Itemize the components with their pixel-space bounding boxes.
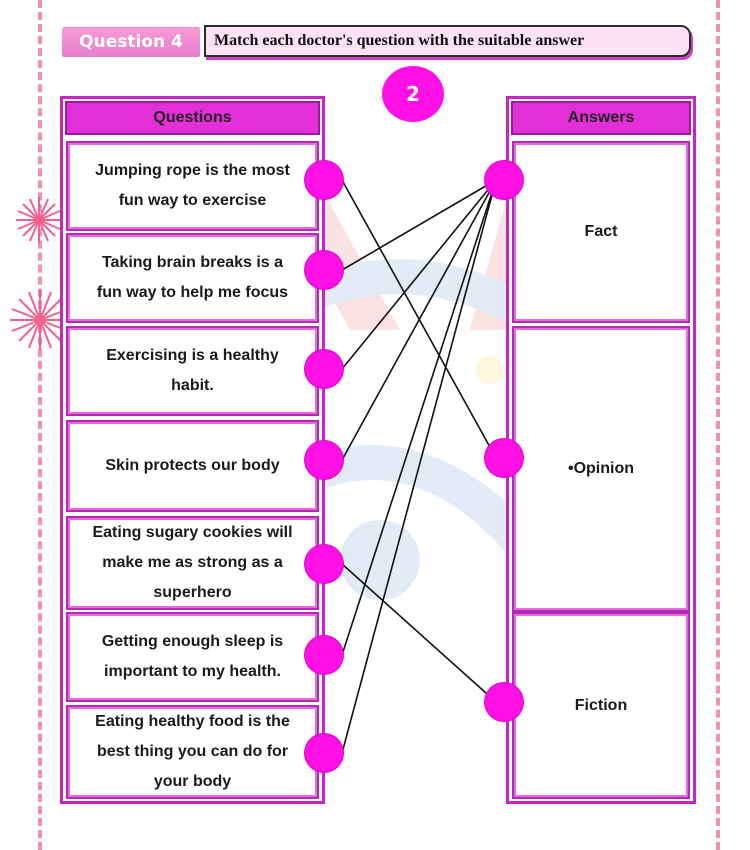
question-cell: Taking brain breaks is a fun way to help … — [66, 233, 319, 323]
question-text-line: Eating healthy food is the — [95, 713, 290, 730]
question-text-line: fun way to exercise — [118, 192, 267, 209]
question-cell: Eating healthy food is the best thing you… — [66, 705, 319, 799]
question-cell: Getting enough sleep is important to my h… — [66, 612, 319, 702]
question-text-line: habit. — [171, 377, 214, 394]
question-connector-dot[interactable] — [305, 161, 343, 199]
question-text-line: Taking brain breaks is a — [101, 254, 284, 271]
decorative-burst-icon — [16, 197, 62, 243]
answer-cell-opinion: •Opinion — [512, 326, 690, 612]
question-text-line: best thing you can do for — [96, 743, 289, 760]
question-text-line: Jumping rope is the most — [95, 162, 290, 179]
question-text-line: fun way to help me focus — [96, 284, 289, 301]
answer-connector-dot-fact[interactable] — [485, 161, 523, 199]
instruction-text: Match each doctor's question with the su… — [214, 32, 585, 49]
question-connector-dot[interactable] — [305, 636, 343, 674]
question-text-line: Getting enough sleep is — [101, 633, 284, 650]
question-cell: Skin protects our body — [66, 420, 319, 512]
question-connector-dot[interactable] — [305, 441, 343, 479]
question-connector-dot[interactable] — [305, 251, 343, 289]
question-text-line: Eating sugary cookies will — [92, 524, 293, 541]
question-cell: Exercising is a healthy habit. — [66, 326, 319, 416]
question-cell: Jumping rope is the most fun way to exerc… — [66, 141, 319, 231]
answers-header: Answers — [511, 101, 691, 135]
left-dashed-border — [38, 0, 42, 850]
question-connector-dot[interactable] — [305, 545, 343, 583]
question-cell: Eating sugary cookies will make me as str… — [66, 516, 319, 610]
answer-connector-dot-opinion[interactable] — [485, 439, 523, 477]
question-text-line: make me as strong as a — [102, 554, 283, 571]
questions-column: Questions Jumping rope is the most fun wa… — [60, 96, 325, 804]
question-text-line: your body — [153, 773, 232, 790]
answer-connector-dot-fiction[interactable] — [485, 683, 523, 721]
answer-cell-fact: Fact — [512, 141, 690, 323]
answer-label: Fact — [584, 223, 618, 240]
answer-label: Fiction — [574, 696, 628, 714]
page-number-badge: 2 — [382, 66, 444, 122]
question-connector-dot[interactable] — [305, 350, 343, 388]
question-text-line: Skin protects our body — [105, 457, 280, 474]
question-text-line: Exercising is a healthy — [106, 347, 279, 364]
question-connector-dot[interactable] — [305, 734, 343, 772]
right-dashed-border — [716, 0, 720, 850]
question-text-line: important to my health. — [104, 663, 281, 680]
answer-label: •Opinion — [567, 460, 635, 477]
questions-header: Questions — [65, 101, 320, 135]
question-instruction: Match each doctor's question with the su… — [204, 25, 691, 57]
question-number-label: Question 4 — [62, 27, 200, 57]
question-text-line: superhero — [153, 584, 232, 601]
answer-cell-fiction: Fiction — [512, 612, 690, 799]
